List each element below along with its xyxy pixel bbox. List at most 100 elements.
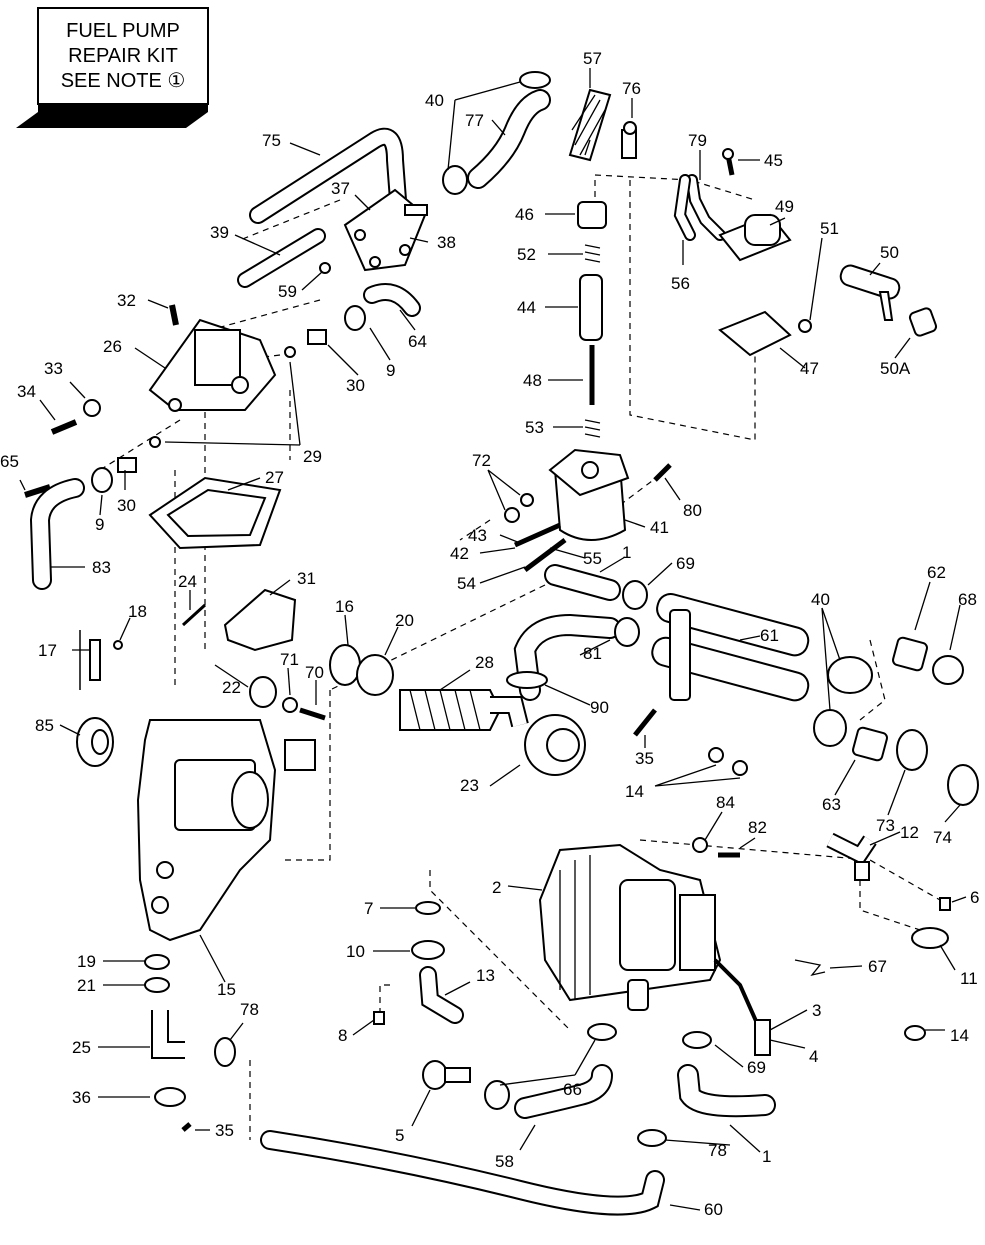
part-filter-sleeve-57 — [568, 88, 612, 162]
callout-32: 32 — [117, 291, 136, 310]
part-washer-33 — [83, 399, 101, 417]
part-screw-84-82 — [692, 837, 740, 858]
callout-28: 28 — [475, 653, 494, 672]
note-line-3: SEE NOTE ① — [61, 70, 186, 92]
callout-5: 5 — [395, 1126, 404, 1145]
callout-36: 36 — [72, 1088, 91, 1107]
callout-20: 20 — [395, 611, 414, 630]
part-seal-16 — [329, 644, 361, 686]
callout-78b: 78 — [708, 1141, 727, 1160]
part-module-31 — [223, 588, 297, 652]
callout-35: 35 — [635, 749, 654, 768]
part-hose-39 — [237, 228, 326, 288]
callout-53: 53 — [525, 418, 544, 437]
callout-55: 55 — [583, 549, 602, 568]
part-clamp-78 — [214, 1037, 667, 1147]
part-screw-8 — [373, 1011, 385, 1025]
callout-1: 1 — [622, 543, 631, 562]
callout-68: 68 — [958, 590, 977, 609]
callout-82: 82 — [748, 818, 767, 837]
part-spring-53 — [584, 419, 601, 438]
callout-13: 13 — [476, 966, 495, 985]
callout-14: 14 — [625, 782, 644, 801]
callout-49: 49 — [775, 197, 794, 216]
callout-34: 34 — [17, 382, 36, 401]
callout-72: 72 — [472, 451, 491, 470]
callout-73: 73 — [876, 816, 895, 835]
part-clamp-74 — [947, 764, 979, 806]
callout-9: 9 — [386, 361, 395, 380]
callout-75: 75 — [262, 131, 281, 150]
callout-85: 85 — [35, 716, 54, 735]
part-fitting-30 — [117, 329, 327, 473]
part-oring-19-21 — [144, 954, 170, 993]
callout-74: 74 — [933, 828, 952, 847]
callout-76: 76 — [622, 79, 641, 98]
callout-23: 23 — [460, 776, 479, 795]
callout-7: 7 — [364, 899, 373, 918]
callout-2: 2 — [492, 878, 501, 897]
callout-56: 56 — [671, 274, 690, 293]
part-valve-50 — [839, 264, 901, 321]
part-elbow-64 — [363, 283, 421, 317]
leader-lines — [19, 68, 967, 1211]
callout-66: 66 — [563, 1080, 582, 1099]
part-cap-23 — [524, 714, 586, 776]
part-plate-36 — [154, 1087, 186, 1107]
part-vst-2 — [538, 843, 722, 1011]
note-box: FUEL PUMP REPAIR KIT SEE NOTE ① — [16, 7, 209, 128]
part-clip-17-18 — [79, 630, 123, 690]
callout-79: 79 — [688, 131, 707, 150]
callout-19: 19 — [77, 952, 96, 971]
part-nut-46 — [577, 201, 607, 229]
callout-78: 78 — [240, 1000, 259, 1019]
part-fitting-76 — [621, 121, 637, 159]
part-carrier-15 — [136, 719, 316, 942]
part-plate-47 — [718, 310, 792, 357]
part-hose-75 — [249, 127, 407, 224]
part-screw-32 — [169, 304, 179, 326]
callout-22: 22 — [222, 678, 241, 697]
callout-83: 83 — [92, 558, 111, 577]
part-gasket-27 — [148, 476, 282, 550]
callout-69b: 69 — [747, 1058, 766, 1077]
part-hose-83 — [29, 478, 85, 590]
part-harness-3-4 — [713, 958, 771, 1056]
part-sleeve-62 — [892, 636, 928, 672]
part-screw-80 — [653, 463, 672, 482]
part-hose-58 — [514, 1064, 613, 1119]
callout-42: 42 — [450, 544, 469, 563]
callout-40b: 40 — [811, 590, 830, 609]
callout-10: 10 — [346, 942, 365, 961]
callout-11: 11 — [960, 969, 978, 988]
callout-37: 37 — [331, 179, 350, 198]
part-clamp-68 — [932, 655, 964, 685]
part-elbow-13 — [419, 966, 464, 1024]
callout-31: 31 — [297, 569, 316, 588]
part-clamp-69 — [622, 580, 648, 610]
callout-81: 81 — [583, 644, 602, 663]
part-clip-67 — [794, 959, 826, 977]
callout-27: 27 — [265, 468, 284, 487]
callout-35b: 35 — [215, 1121, 234, 1140]
callout-62: 62 — [927, 563, 946, 582]
callout-50: 50 — [880, 243, 899, 262]
part-screw-65 — [24, 484, 51, 498]
part-hose-1b — [677, 1064, 776, 1118]
callout-69: 69 — [676, 554, 695, 573]
callout-52: 52 — [517, 245, 536, 264]
part-hose-60 — [260, 1130, 665, 1216]
part-grommet-85 — [76, 717, 114, 767]
part-washers — [149, 262, 812, 523]
callout-80: 80 — [683, 501, 702, 520]
callout-8: 8 — [338, 1026, 347, 1045]
part-flange-10 — [411, 940, 445, 960]
callout-9b: 9 — [95, 515, 104, 534]
part-screw-6 — [939, 897, 951, 911]
part-bowl-41 — [548, 448, 630, 541]
part-screw-71-70 — [282, 697, 326, 721]
callout-25: 25 — [72, 1038, 91, 1057]
part-oring-22 — [249, 676, 277, 708]
callout-48: 48 — [523, 371, 542, 390]
